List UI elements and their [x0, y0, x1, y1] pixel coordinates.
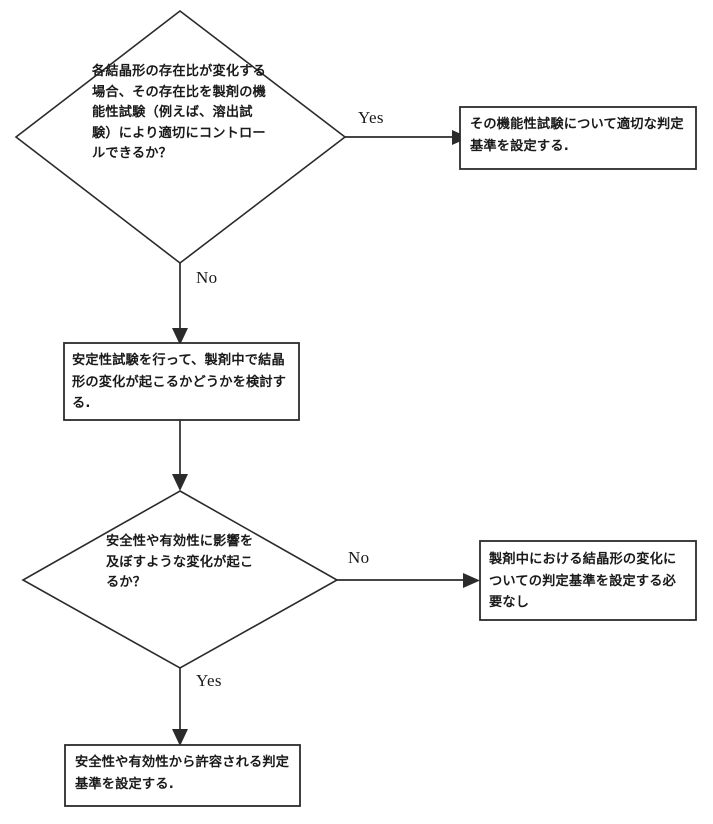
edge-decision-1-no-arrowhead — [172, 328, 188, 345]
edge-label-decision-2-yes: Yes — [196, 671, 222, 690]
decision-1-label: 各結晶形の存在比が変化する場合、その存在比を製剤の機能性試験（例えば、溶出試験）… — [92, 64, 267, 161]
edge-decision-2-yes-arrowhead — [172, 729, 188, 746]
process-stability-shape[interactable] — [63, 342, 300, 421]
outcome-no-2-shape[interactable] — [479, 540, 697, 621]
outcome-yes-1-shape[interactable] — [459, 106, 697, 170]
outcome-yes-2-shape[interactable] — [64, 744, 301, 807]
edge-label-decision-2-no: No — [348, 548, 370, 567]
outcome-yes-1-label: その機能性試験について適切な判定基準を設定する. — [470, 117, 684, 154]
edge-decision-2-no-arrowhead — [463, 573, 480, 588]
outcome-no-2-label: 製剤中における結晶形の変化についての判定基準を設定する必要なし — [489, 552, 677, 610]
process-stability-label: 安定性試験を行って、製剤中で結晶形の変化が起こるかどうかを検討する. — [72, 353, 287, 411]
edge-stability-to-decision-2-arrowhead — [172, 474, 188, 491]
outcome-yes-2-label: 安全性や有効性から許容される判定基準を設定する. — [75, 755, 290, 792]
decision-2-label: 安全性や有効性に影響を及ぼすような変化が起こるか？ — [106, 534, 254, 590]
edge-label-decision-1-yes: Yes — [358, 108, 384, 127]
edge-label-decision-1-no: No — [196, 268, 218, 287]
